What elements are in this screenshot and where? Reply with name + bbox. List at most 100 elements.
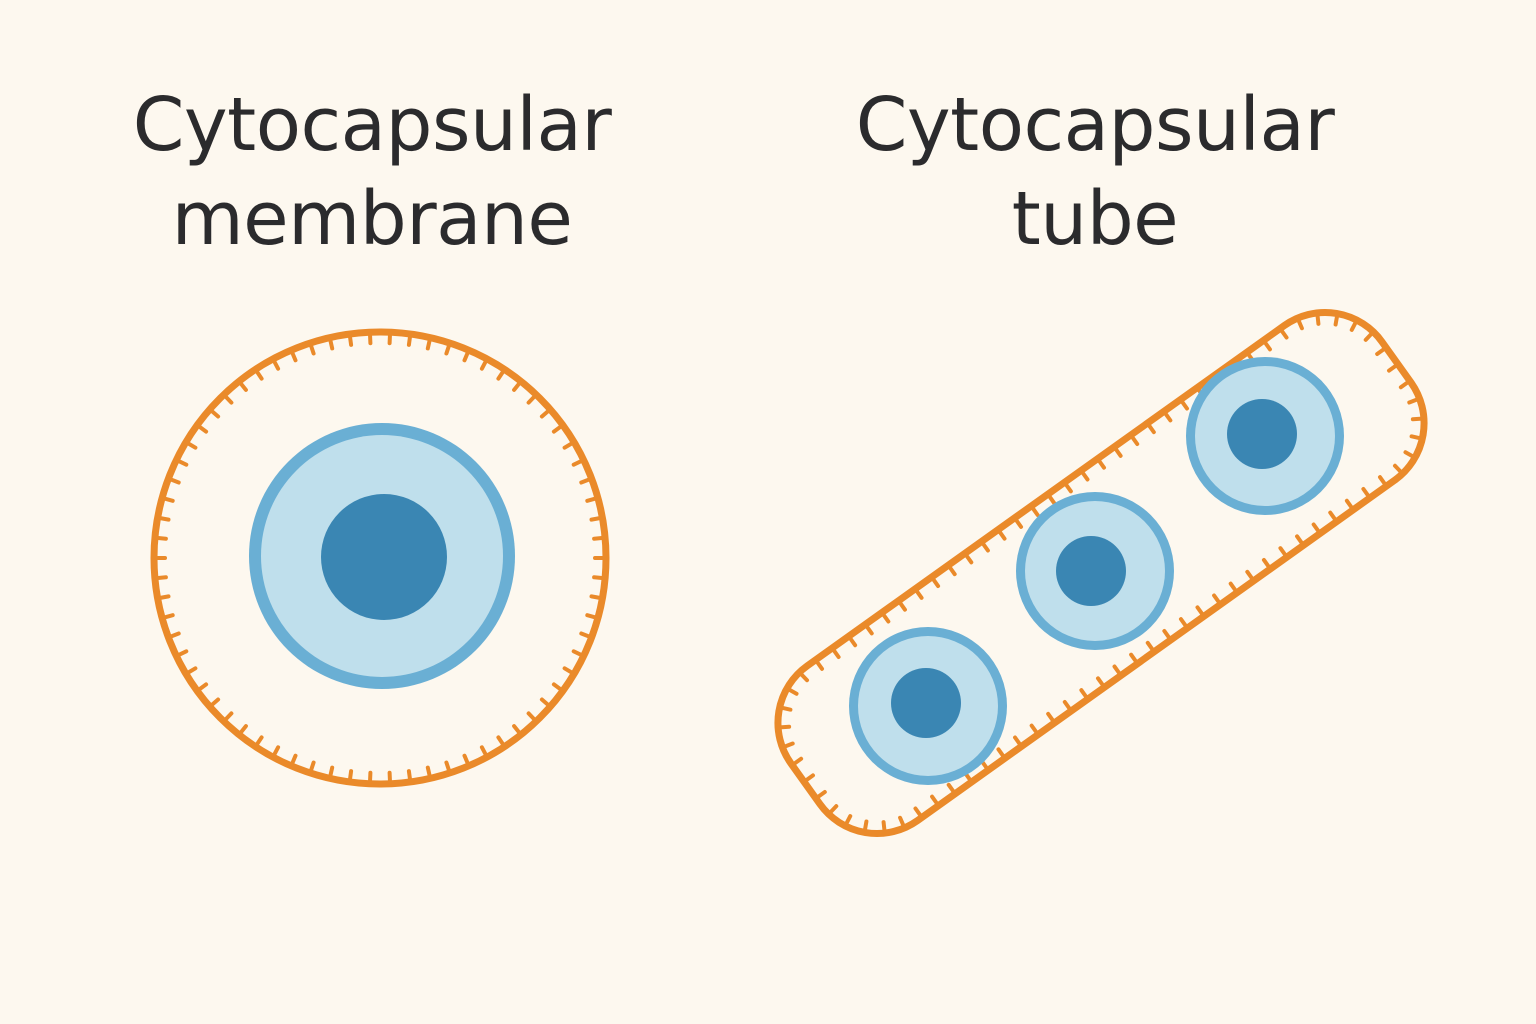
membrane-tick (589, 516, 603, 522)
tube-tick (1112, 664, 1122, 676)
membrane-tick (496, 369, 506, 381)
tube-tick (779, 705, 793, 712)
membrane-tick (196, 682, 209, 692)
membrane-tick (162, 496, 175, 503)
tube-tick (1392, 463, 1404, 475)
membrane-tick (562, 441, 575, 450)
tube-tick (1212, 593, 1222, 605)
tube-cell-2 (1016, 492, 1174, 650)
tube-title: Cytocapsular tube (775, 78, 1415, 266)
membrane-tick (479, 358, 489, 371)
membrane-title-line2: membrane (171, 176, 573, 262)
tube-tick (1228, 581, 1238, 593)
membrane-tick (290, 753, 298, 766)
tube-tick (1311, 522, 1321, 534)
membrane-tick (592, 535, 606, 541)
membrane-tick (496, 735, 506, 747)
tube-tick (1145, 640, 1155, 653)
tube-cell-1 (849, 627, 1007, 785)
tube-tick (914, 588, 924, 600)
membrane-tick (425, 337, 432, 351)
tube-tick (1261, 557, 1272, 570)
membrane-cell-nucleus (321, 494, 447, 620)
membrane-tick (162, 613, 175, 620)
tube-tick (814, 659, 824, 671)
tube-title-line1: Cytocapsular (855, 82, 1335, 168)
tube-cell-1-nucleus (891, 668, 961, 738)
tube-tick (1328, 510, 1338, 522)
tube-tick (1279, 328, 1289, 340)
tube-tick (996, 747, 1006, 759)
membrane-tick (168, 631, 181, 639)
tube-tick (1349, 319, 1358, 332)
membrane-tick (551, 424, 564, 434)
cytocapsular-tube-figure (774, 309, 1428, 837)
tube-tick (798, 671, 810, 683)
membrane-tick (209, 697, 221, 708)
membrane-tick (571, 458, 584, 467)
tube-tick (1013, 735, 1023, 747)
tube-tick (1403, 450, 1416, 459)
membrane-tick (406, 769, 413, 782)
cytocapsular-membrane-figure (150, 328, 610, 788)
tube-tick (803, 773, 815, 783)
tube-tick (1162, 628, 1172, 641)
tube-tick (1163, 411, 1173, 423)
tube-tick (1344, 498, 1355, 511)
tube-tick (1079, 688, 1089, 700)
tube-tick (1410, 416, 1424, 422)
membrane-tick (157, 594, 171, 600)
membrane-tick (290, 350, 298, 363)
tube-tick (1262, 340, 1272, 352)
tube-tick (1278, 546, 1288, 558)
membrane-tick (462, 350, 470, 363)
tube-tick (980, 541, 990, 553)
tube-tick (1047, 493, 1057, 506)
tube-cell-2-nucleus (1056, 536, 1126, 606)
membrane-tick (562, 666, 575, 675)
tube-tick (1063, 481, 1073, 494)
tube-tick (1245, 569, 1255, 582)
tube-tick (1096, 676, 1106, 688)
tube-tick (881, 612, 891, 624)
tube-tick (1129, 652, 1139, 665)
tube-tick (898, 815, 906, 829)
tube-capsule-outline (774, 309, 1428, 837)
membrane-tick (238, 380, 248, 392)
membrane-tick (308, 760, 316, 773)
tube-tick (828, 804, 839, 815)
membrane-tick (157, 516, 171, 522)
membrane-tick (425, 765, 432, 779)
tube-tick (964, 553, 974, 565)
tube-tick (1378, 475, 1388, 487)
tube-tick (1195, 605, 1205, 617)
tube-tick (1333, 313, 1340, 327)
tube-tick (1129, 434, 1140, 446)
membrane-tick (185, 666, 198, 675)
tube-tick (1030, 505, 1040, 518)
membrane-tick (254, 369, 264, 381)
tube-tick (947, 564, 957, 577)
tube-tick (897, 600, 907, 612)
membrane-tick (585, 613, 598, 620)
tube-tick (1363, 331, 1374, 342)
tube-tick (1398, 380, 1411, 390)
membrane-tick (526, 711, 537, 722)
tube-tick (946, 782, 956, 795)
membrane-tick (254, 735, 264, 747)
membrane-tick (444, 760, 452, 773)
membrane-tick (223, 711, 234, 722)
membrane-title-line1: Cytocapsular (132, 82, 612, 168)
tube-title-line2: tube (1011, 176, 1179, 262)
tube-tick (1295, 534, 1305, 546)
tube-cell-3-nucleus (1227, 399, 1297, 469)
tube-tick (1013, 517, 1024, 529)
tube-tick (791, 756, 804, 766)
membrane-tick (526, 394, 537, 405)
membrane-tick (571, 649, 584, 658)
tube-tick (1146, 422, 1156, 435)
tube-tick (1387, 363, 1399, 373)
membrane-tick (328, 765, 335, 779)
tube-tick (1407, 397, 1420, 405)
membrane-tick (347, 334, 354, 347)
